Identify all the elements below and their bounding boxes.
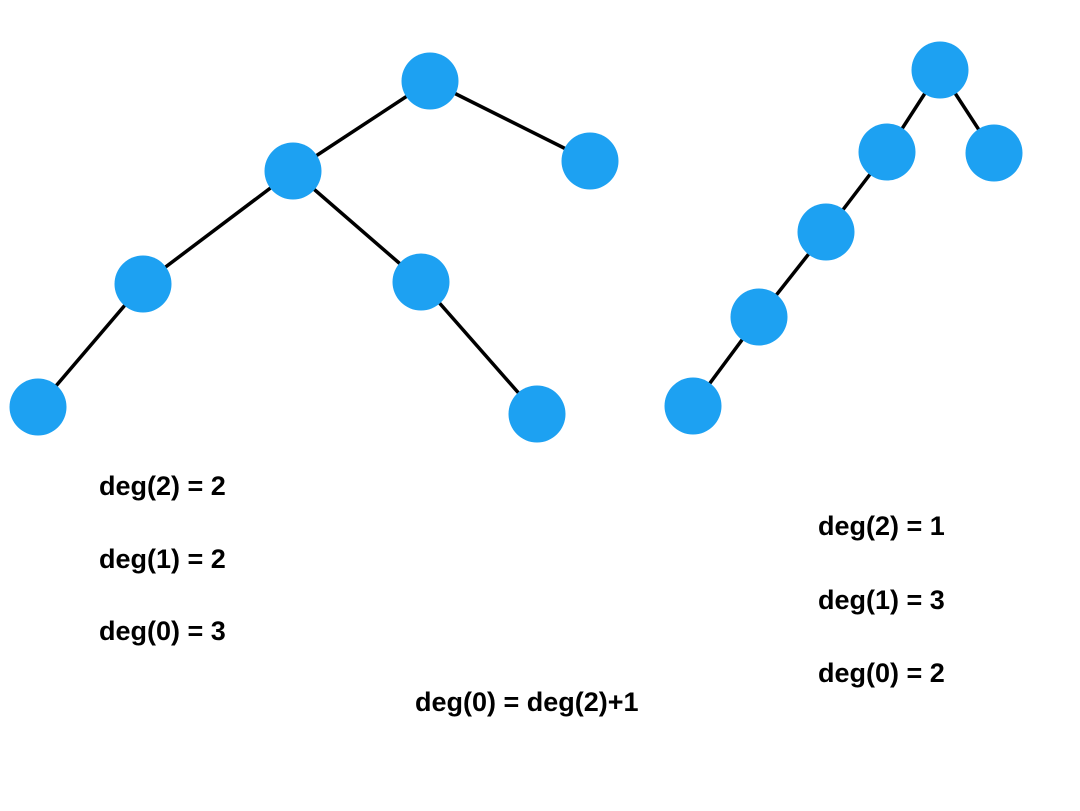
label-left-deg0: deg(0) = 3 bbox=[99, 616, 226, 646]
tree-node bbox=[911, 41, 969, 99]
label-right-deg1: deg(1) = 3 bbox=[818, 585, 945, 615]
tree-node bbox=[508, 385, 566, 443]
tree-node bbox=[730, 288, 788, 346]
tree-node bbox=[264, 142, 322, 200]
label-left-deg2: deg(2) = 2 bbox=[99, 471, 226, 501]
tree-node bbox=[858, 123, 916, 181]
label-right-deg2: deg(2) = 1 bbox=[818, 511, 945, 541]
left-tree bbox=[9, 52, 619, 443]
tree-node bbox=[664, 377, 722, 435]
tree-edge bbox=[429, 79, 591, 163]
tree-node bbox=[561, 132, 619, 190]
tree-node bbox=[797, 203, 855, 261]
tree-node bbox=[965, 124, 1023, 182]
tree-node bbox=[9, 378, 67, 436]
tree-node bbox=[392, 253, 450, 311]
tree-edge bbox=[419, 280, 539, 416]
tree-node bbox=[114, 255, 172, 313]
label-equation: deg(0) = deg(2)+1 bbox=[415, 687, 639, 717]
label-left-deg1: deg(1) = 2 bbox=[99, 544, 226, 574]
right-tree bbox=[664, 41, 1023, 435]
tree-edge bbox=[141, 169, 295, 286]
label-right-deg0: deg(0) = 2 bbox=[818, 658, 945, 688]
tree-node bbox=[401, 52, 459, 110]
